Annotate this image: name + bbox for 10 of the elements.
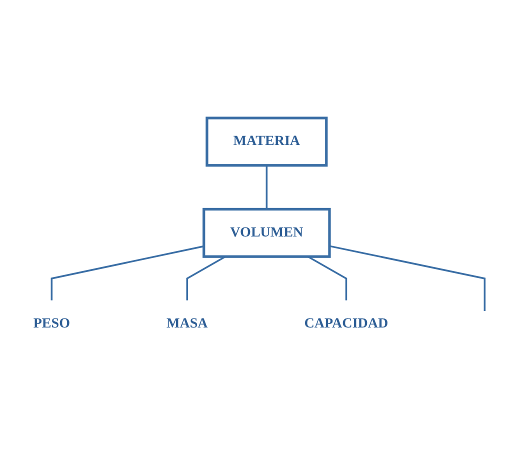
node-text: MASA (166, 316, 208, 331)
connector (308, 255, 348, 300)
connector (50, 244, 204, 300)
node-box: VOLUMEN (202, 208, 331, 258)
node-text: CAPACIDAD (304, 316, 388, 331)
node-text: PESO (33, 316, 70, 331)
connector (266, 164, 268, 209)
node-box: MATERIA (206, 116, 328, 166)
connector (186, 255, 226, 300)
connector (329, 244, 486, 311)
